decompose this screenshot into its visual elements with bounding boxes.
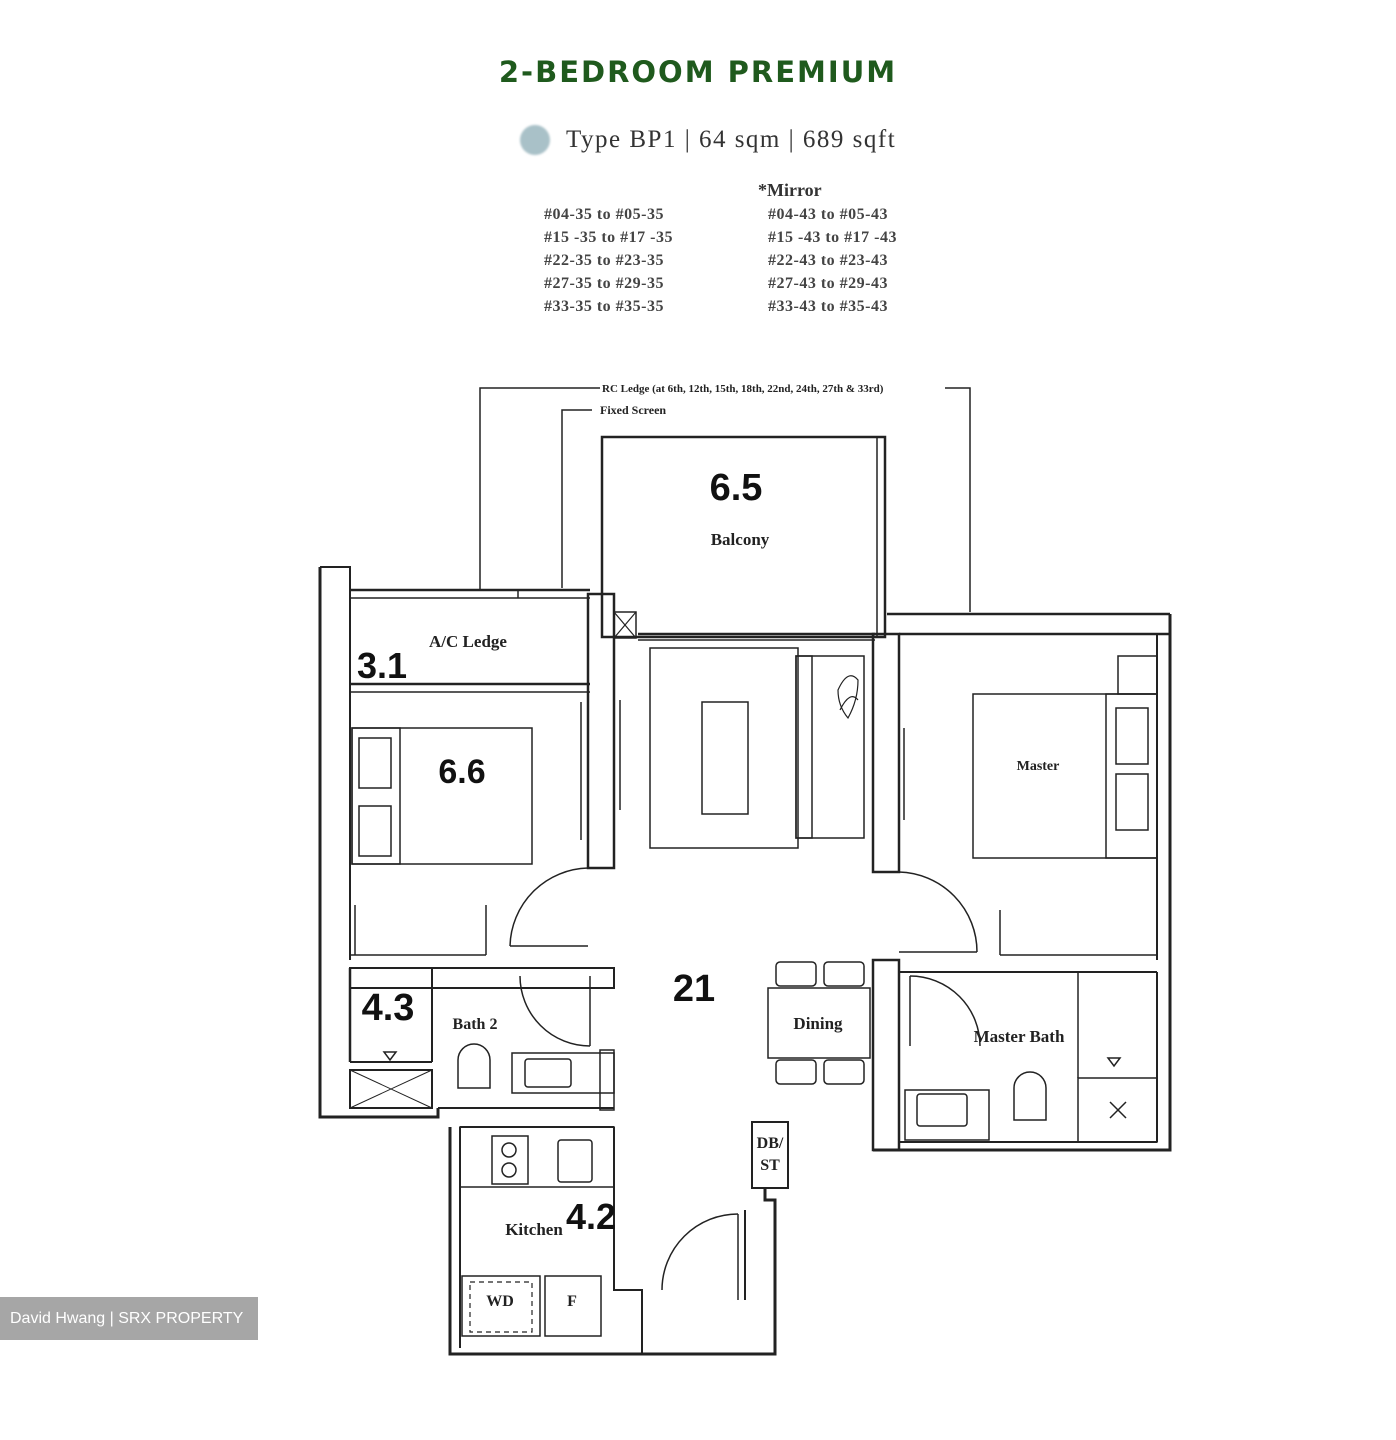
living-rug — [649, 647, 799, 849]
mirror-label: *Mirror — [758, 180, 822, 200]
unit-range: #04-43 to #05-43 — [768, 206, 888, 223]
unit-range: #15 -35 to #17 -35 — [544, 229, 673, 246]
rc-ledge-leader-left — [479, 387, 600, 590]
master-bath-label: Master Bath — [974, 1027, 1065, 1046]
coffee-table — [701, 701, 749, 815]
unit-range: #33-35 to #35-35 — [544, 298, 664, 315]
st-label: ST — [760, 1157, 780, 1174]
dining-table — [767, 987, 871, 1059]
bedroom2-area: 6.6 — [438, 753, 485, 791]
fixed-screen-callout: Fixed Screen — [600, 403, 666, 417]
rc-ledge-callout: RC Ledge (at 6th, 12th, 15th, 18th, 22nd… — [602, 383, 884, 395]
unit-range: #15 -43 to #17 -43 — [768, 229, 897, 246]
unit-range: #04-35 to #05-35 — [544, 206, 664, 223]
bath2-toilet — [457, 1043, 491, 1089]
watermark: David Hwang | SRX PROPERTY — [0, 1297, 258, 1340]
unit-list-right: #04-43 to #05-43 #15 -43 to #17 -43 #22-… — [768, 203, 897, 318]
unit-range: #33-43 to #35-43 — [768, 298, 888, 315]
unit-list-left: #04-35 to #05-35 #15 -35 to #17 -35 #22-… — [544, 203, 673, 318]
unit-type-line: Type BP1 | 64 sqm | 689 sqft — [520, 120, 896, 160]
balcony-outline — [600, 435, 887, 639]
ac-ledge-label: A/C Ledge — [429, 632, 507, 651]
unit-range: #27-35 to #29-35 — [544, 275, 664, 292]
master-bedroom-label: Master — [1017, 759, 1060, 774]
plan-title: 2-BEDROOM PREMIUM — [498, 55, 898, 89]
bedroom2-wall — [586, 592, 616, 870]
unit-range: #22-43 to #23-43 — [768, 252, 888, 269]
master-bed — [972, 693, 1158, 859]
wd-label: WD — [486, 1293, 514, 1310]
bedroom2-bed — [351, 727, 533, 865]
unit-type-text: Type BP1 | 64 sqm | 689 sqft — [566, 126, 897, 153]
living-area: 21 — [673, 968, 715, 1010]
unit-type-dot-icon — [520, 125, 550, 155]
bath2-label: Bath 2 — [453, 1016, 498, 1033]
unit-range: #27-43 to #29-43 — [768, 275, 888, 292]
db-label: DB/ — [757, 1135, 784, 1152]
sofa — [795, 655, 865, 839]
unit-range: #22-35 to #23-35 — [544, 252, 664, 269]
fridge — [544, 1275, 602, 1337]
fridge-label: F — [567, 1293, 577, 1310]
balcony-area: 6.5 — [710, 467, 763, 509]
rc-ledge-leader-right — [945, 387, 971, 612]
master-toilet — [1013, 1071, 1047, 1121]
washer-dryer — [461, 1275, 541, 1337]
balcony-label: Balcony — [711, 530, 770, 549]
ac-ledge-area: 3.1 — [357, 645, 407, 686]
kitchen-area: 4.2 — [566, 1196, 616, 1237]
kitchen-label: Kitchen — [505, 1220, 563, 1239]
bath2-area: 4.3 — [362, 987, 415, 1029]
dining-label: Dining — [793, 1014, 843, 1033]
fixed-screen-leader — [561, 409, 592, 588]
